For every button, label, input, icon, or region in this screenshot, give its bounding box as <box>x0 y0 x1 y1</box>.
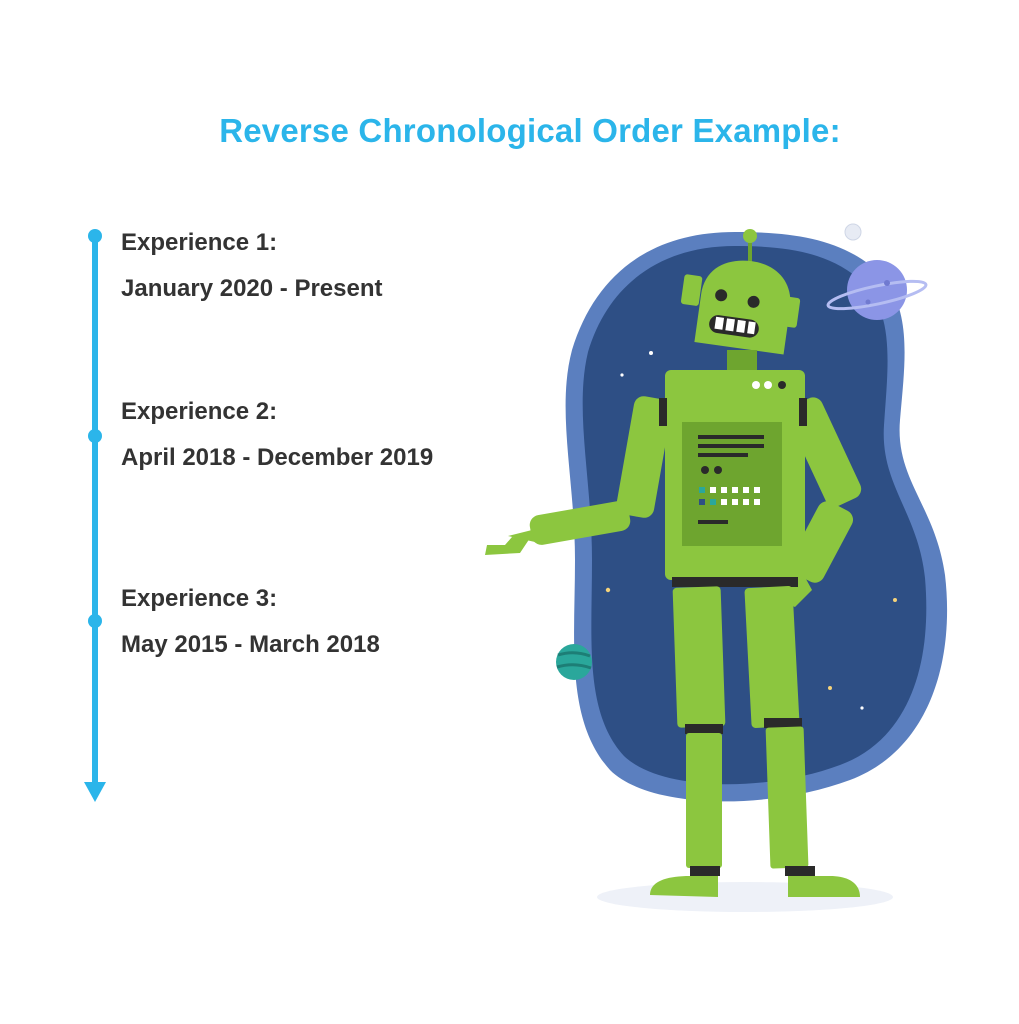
experience-label: Experience 1: <box>121 229 278 256</box>
experience-date-range: April 2018 - December 2019 <box>121 444 434 471</box>
arrow-head-icon <box>84 782 106 802</box>
experience-label: Experience 2: <box>121 398 278 425</box>
timeline-dot-3 <box>88 614 102 628</box>
robot-illustration <box>485 223 948 912</box>
experience-date-range: January 2020 - Present <box>121 275 383 302</box>
timeline-dot-2 <box>88 429 102 443</box>
robot-head <box>680 260 801 355</box>
timeline-arrow <box>84 229 106 802</box>
ringed-planet-icon <box>826 260 928 320</box>
experience-date-range: May 2015 - March 2018 <box>121 631 380 658</box>
experience-label: Experience 3: <box>121 585 278 612</box>
experience-entry-1: Experience 1: January 2020 - Present <box>121 229 382 303</box>
experience-entry-3: Experience 3: May 2015 - March 2018 <box>121 585 380 659</box>
teal-planet-icon <box>556 644 592 680</box>
page-title: Reverse Chronological Order Example: <box>219 112 841 149</box>
robot-chest-panel <box>682 422 782 546</box>
experience-entry-2: Experience 2: April 2018 - December 2019 <box>121 398 433 472</box>
timeline-dot-1 <box>88 229 102 243</box>
